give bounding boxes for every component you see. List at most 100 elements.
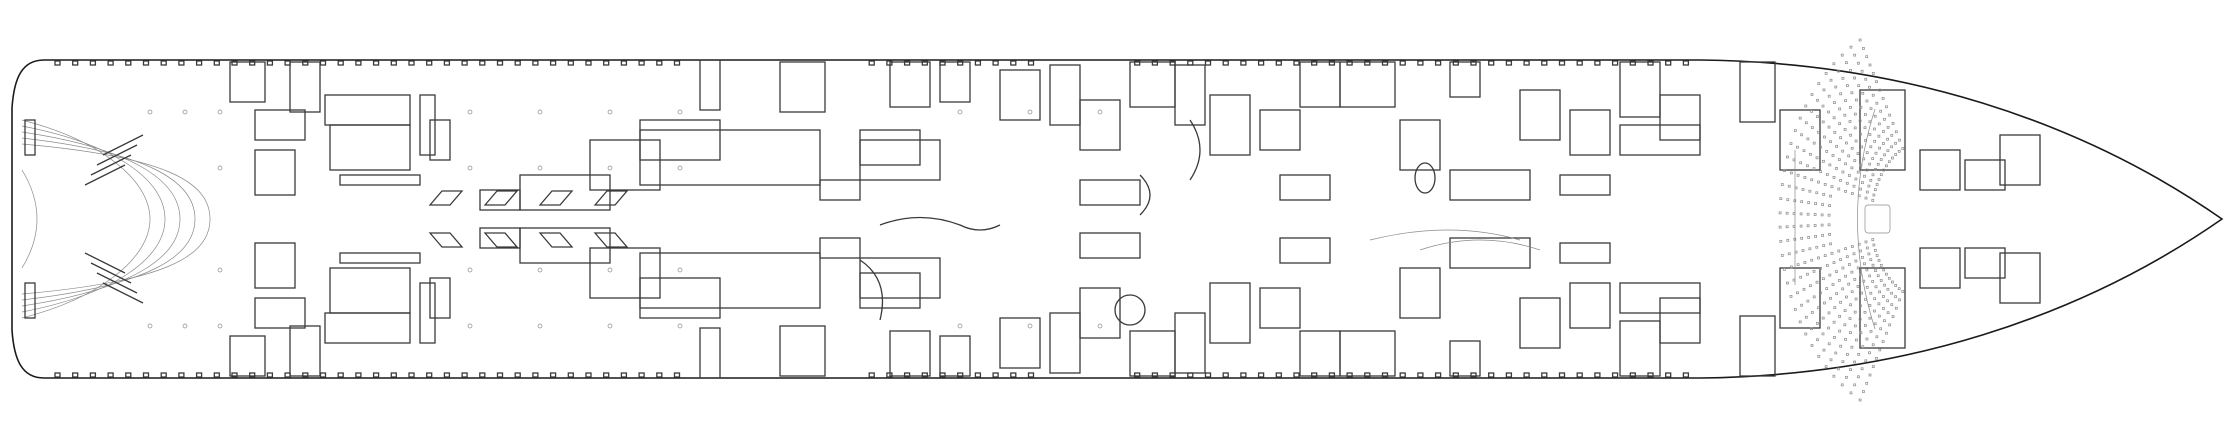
window-mark (1452, 372, 1459, 378)
room-wall (1449, 61, 1481, 98)
window-mark (514, 60, 521, 66)
column (217, 323, 223, 329)
lounger-row (96, 272, 138, 294)
window-mark (1346, 60, 1353, 66)
theater-seat (1888, 113, 1892, 117)
theater-seat (1827, 94, 1831, 98)
room-wall (1049, 64, 1081, 126)
window-mark (1328, 372, 1336, 378)
theater-seat (1816, 322, 1819, 325)
theater-seat (1794, 186, 1798, 190)
theater-seat (1886, 149, 1890, 153)
theater-seat (1827, 110, 1830, 114)
room-wall (1449, 237, 1531, 269)
ship-hull-outline (11, 59, 2224, 379)
theater-seat (1860, 69, 1864, 73)
room-wall (819, 179, 861, 201)
room-wall (859, 257, 941, 299)
column (182, 323, 188, 329)
theater-seat (1879, 173, 1883, 177)
window-mark (1505, 372, 1513, 378)
theater-seat (1816, 115, 1819, 118)
theater-seat (1858, 317, 1862, 321)
theater-seat (1861, 91, 1865, 95)
window-mark (903, 60, 911, 66)
window-mark (160, 372, 167, 378)
theater-seat (1875, 101, 1879, 105)
theater-seat (1807, 236, 1811, 239)
window-mark (1222, 60, 1229, 66)
window-mark (656, 60, 663, 66)
room-wall (1399, 267, 1441, 319)
theater-seat (1868, 351, 1871, 355)
theater-seat (1882, 307, 1885, 310)
room-wall (1079, 99, 1121, 151)
theater-seat (1817, 306, 1820, 310)
theater-seat (1850, 345, 1854, 349)
window-mark (426, 60, 433, 66)
theater-seat (1819, 291, 1822, 295)
window-mark (1434, 372, 1442, 378)
column (1097, 323, 1103, 329)
theater-seating (1778, 38, 1905, 402)
theater-seat (1817, 355, 1821, 358)
theater-seat (1840, 53, 1844, 57)
room-wall (1779, 267, 1821, 329)
column (537, 323, 543, 329)
theater-seat (1846, 84, 1849, 87)
theater-seat (1800, 200, 1804, 204)
window-mark (496, 60, 504, 66)
window-mark (231, 372, 238, 378)
theater-seat (1794, 250, 1798, 254)
theater-seat (1871, 263, 1875, 267)
window-mark (1629, 372, 1636, 378)
theater-seat (1867, 184, 1871, 188)
window-mark (1417, 372, 1424, 378)
room-wall (589, 139, 661, 191)
theater-seat (1873, 127, 1876, 131)
window-mark (1488, 372, 1495, 378)
theater-seat (1804, 121, 1808, 125)
theater-seat (1874, 151, 1878, 155)
room-wall (1619, 320, 1661, 377)
room-wall (1919, 149, 1961, 191)
window-mark (54, 372, 61, 378)
theater-seat (1813, 224, 1817, 227)
theater-seat (1845, 181, 1849, 185)
theater-seat (1843, 128, 1847, 131)
room-wall (639, 252, 821, 309)
theater-seat (1839, 344, 1843, 348)
theater-seat (1859, 331, 1863, 335)
room-wall (699, 59, 721, 111)
window-mark (1240, 60, 1247, 66)
theater-seat (1779, 197, 1783, 201)
theater-seat (1858, 119, 1862, 123)
theater-seat (1817, 256, 1820, 260)
theater-seat (1894, 284, 1898, 287)
theater-seat (1830, 185, 1834, 189)
theater-seat (1827, 326, 1830, 330)
theater-seat (1868, 304, 1872, 307)
theater-seat (1789, 171, 1793, 175)
theater-seat (1800, 133, 1803, 137)
window-mark (1364, 372, 1371, 378)
theater-seat (1829, 194, 1832, 198)
theater-seat (1874, 188, 1877, 192)
theater-seat (1863, 126, 1867, 130)
window-mark (72, 60, 79, 66)
lounger-row (102, 282, 144, 304)
room-wall (1999, 252, 2041, 304)
theater-seat (1854, 259, 1858, 263)
theater-seat (1841, 149, 1845, 153)
theater-seat (1871, 93, 1875, 97)
theater-seat (1839, 92, 1843, 96)
theater-seat (1799, 275, 1803, 279)
theater-seat (1811, 126, 1814, 129)
theater-seat (1871, 199, 1875, 202)
room-wall (254, 242, 296, 289)
room-wall (339, 252, 421, 264)
column (677, 267, 683, 273)
theater-seat (1800, 236, 1804, 240)
lounge-structure (538, 232, 574, 248)
room-wall (519, 227, 611, 264)
